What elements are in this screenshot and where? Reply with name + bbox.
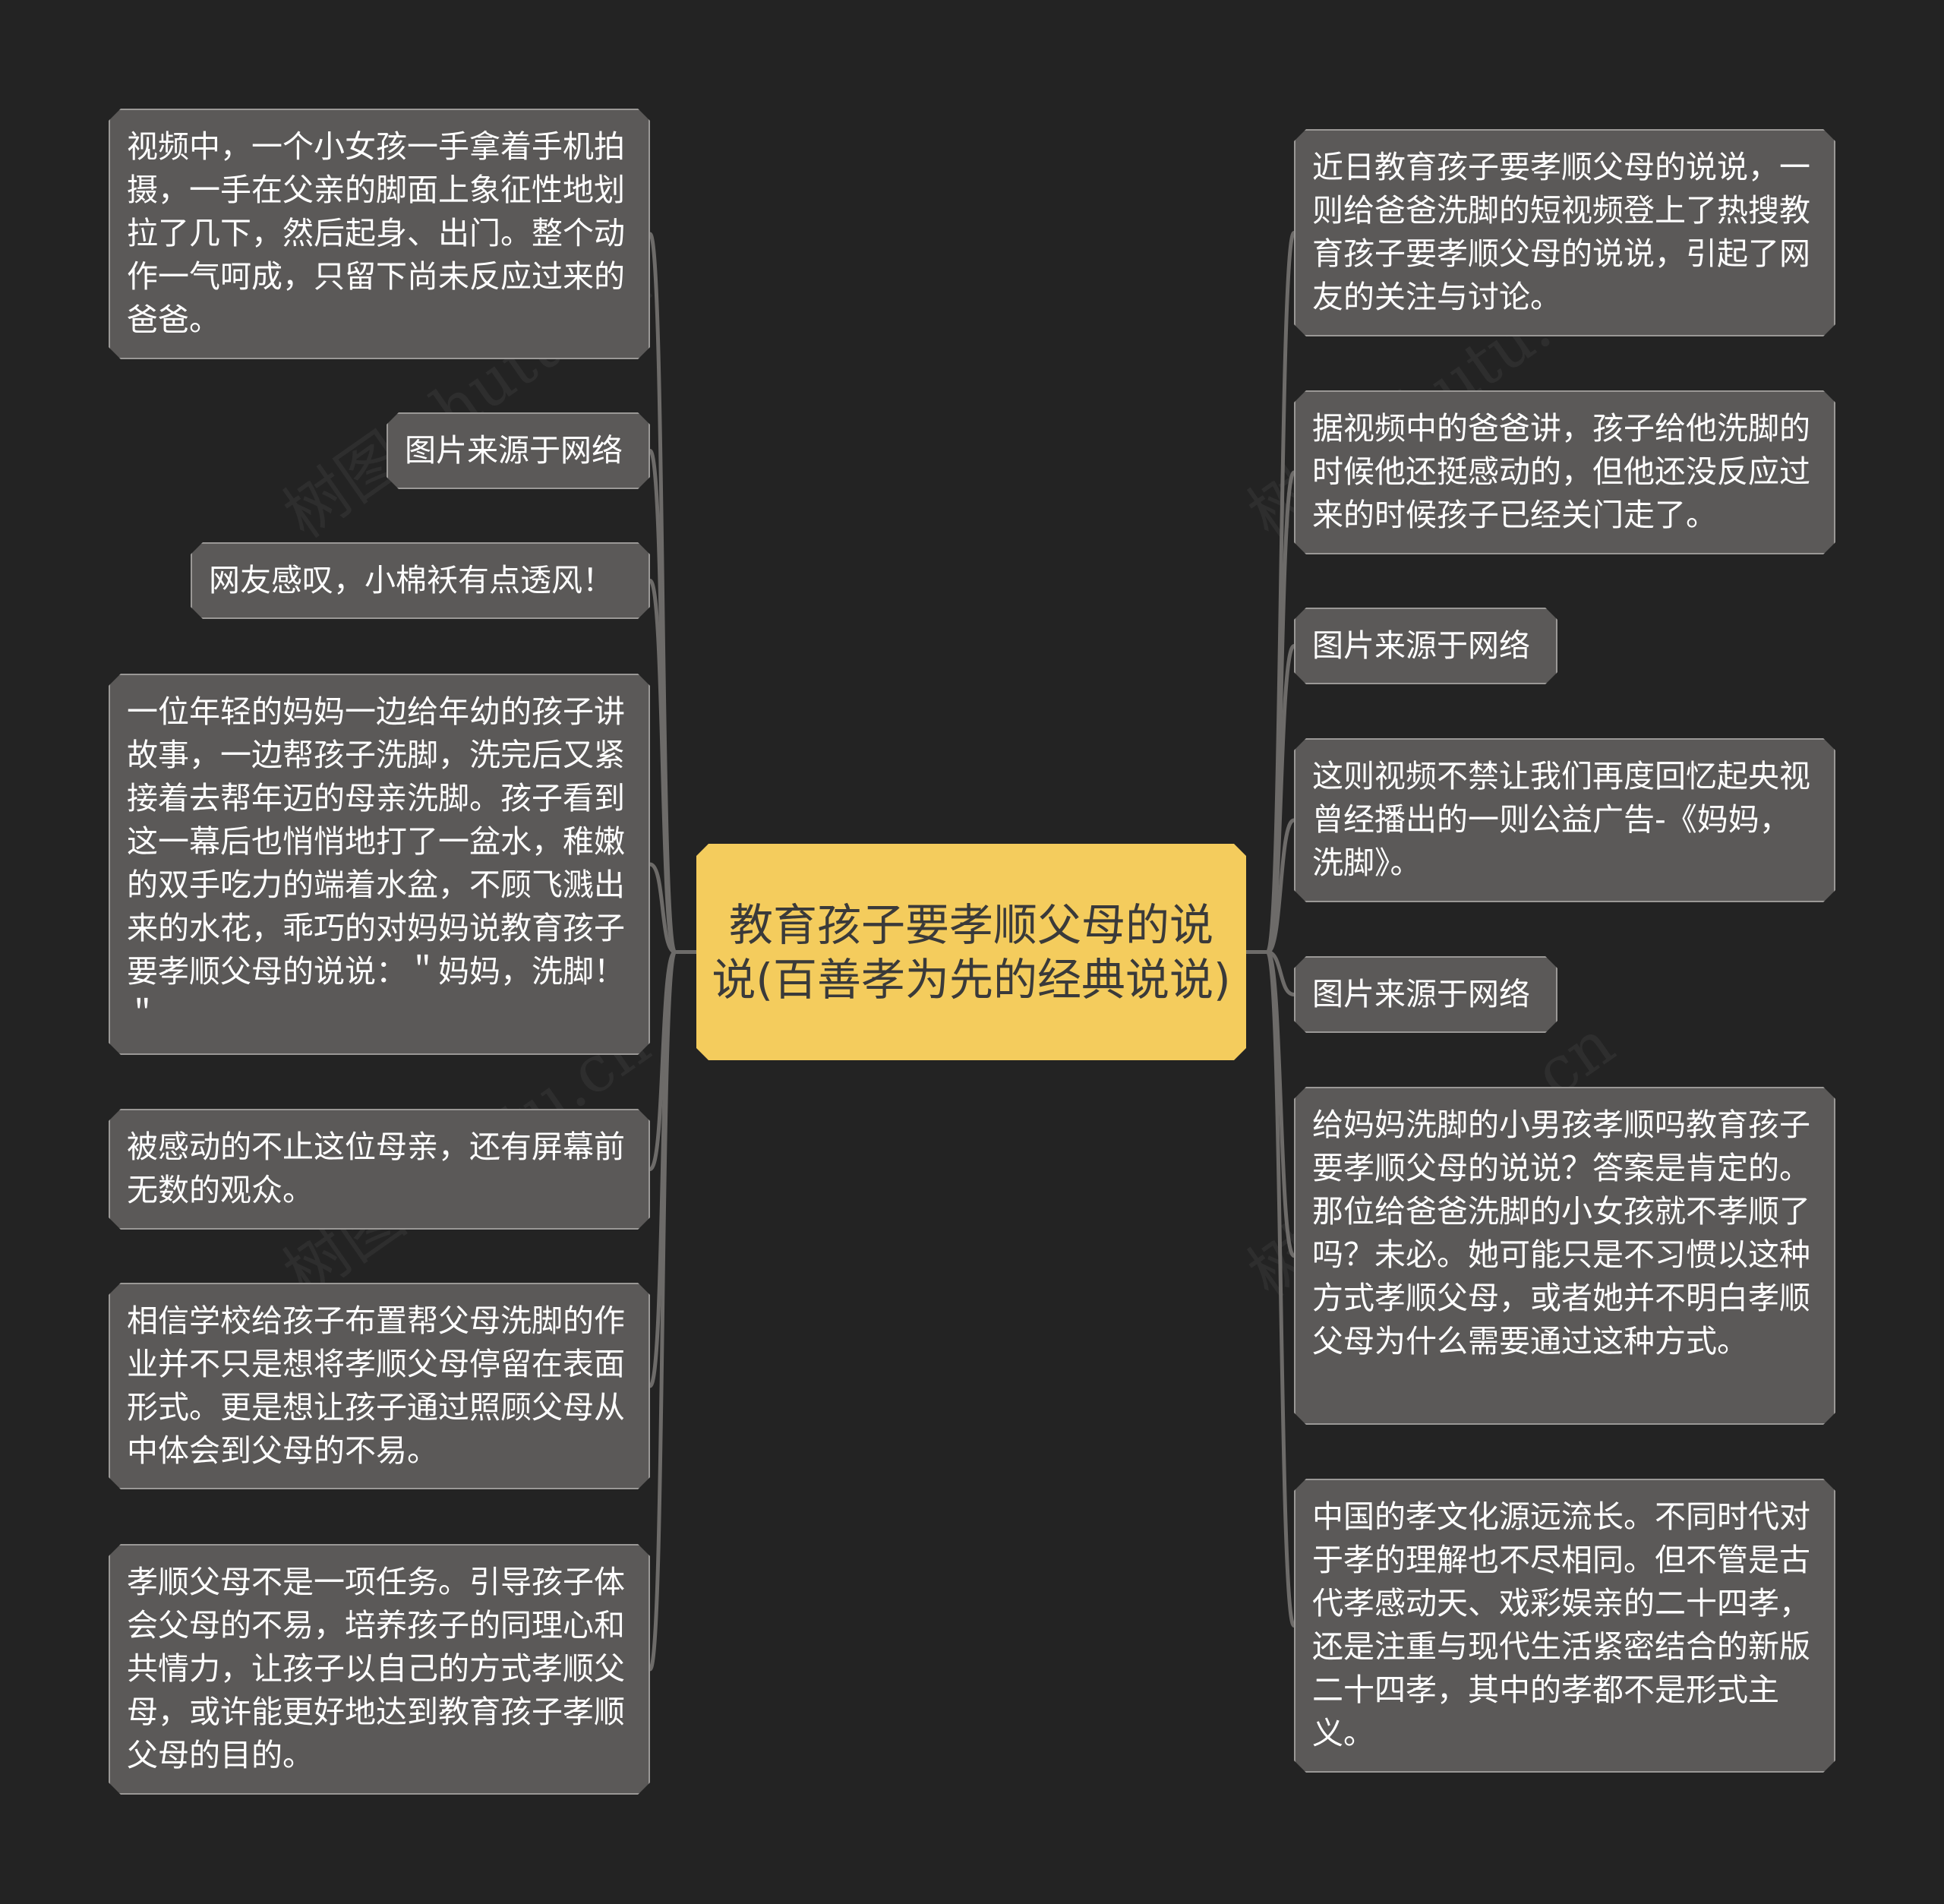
connector-left-4 — [648, 862, 677, 954]
connector-right-3 — [1265, 644, 1296, 954]
connector-right-4 — [1265, 818, 1296, 954]
connector-right-7 — [1265, 950, 1296, 1628]
left-node-7[interactable]: 孝顺父母不是一项任务。引导孩子体会父母的不易，培养孩子的同理心和共情力，让孩子以… — [109, 1544, 650, 1795]
right-node-6[interactable]: 给妈妈洗脚的小男孩孝顺吗教育孩子要孝顺父母的说说？答案是肯定的。那位给爸爸洗脚的… — [1294, 1087, 1835, 1425]
left-node-2[interactable]: 图片来源于网络 — [387, 412, 650, 489]
connector-left-3 — [648, 579, 677, 954]
central-topic[interactable]: 教育孩子要孝顺父母的说说(百善孝为先的经典说说) — [696, 844, 1246, 1060]
right-node-3[interactable]: 图片来源于网络 — [1294, 608, 1557, 684]
right-node-1[interactable]: 近日教育孩子要孝顺父母的说说，一则给爸爸洗脚的短视频登上了热搜教育孩子要孝顺父母… — [1294, 129, 1835, 336]
connector-left-7 — [648, 950, 677, 1672]
left-node-5[interactable]: 被感动的不止这位母亲，还有屏幕前无数的观众。 — [109, 1109, 650, 1230]
left-node-6[interactable]: 相信学校给孩子布置帮父母洗脚的作业并不只是想将孝顺父母停留在表面形式。更是想让孩… — [109, 1283, 650, 1489]
right-node-7[interactable]: 中国的孝文化源远流长。不同时代对于孝的理解也不尽相同。但不管是古代孝感动天、戏彩… — [1294, 1479, 1835, 1773]
left-node-1[interactable]: 视频中，一个小女孩一手拿着手机拍摄，一手在父亲的脚面上象征性地划拉了几下，然后起… — [109, 109, 650, 359]
left-node-3[interactable]: 网友感叹，小棉袄有点透风！ — [191, 542, 650, 619]
right-node-2[interactable]: 据视频中的爸爸讲，孩子给他洗脚的时候他还挺感动的，但他还没反应过来的时候孩子已经… — [1294, 390, 1835, 554]
right-node-4[interactable]: 这则视频不禁让我们再度回忆起央视曾经播出的一则公益广告-《妈妈，洗脚》。 — [1294, 738, 1835, 902]
right-node-5[interactable]: 图片来源于网络 — [1294, 956, 1557, 1033]
left-node-4[interactable]: 一位年轻的妈妈一边给年幼的孩子讲故事，一边帮孩子洗脚，洗完后又紧接着去帮年迈的母… — [109, 674, 650, 1055]
connector-right-5 — [1265, 950, 1296, 996]
